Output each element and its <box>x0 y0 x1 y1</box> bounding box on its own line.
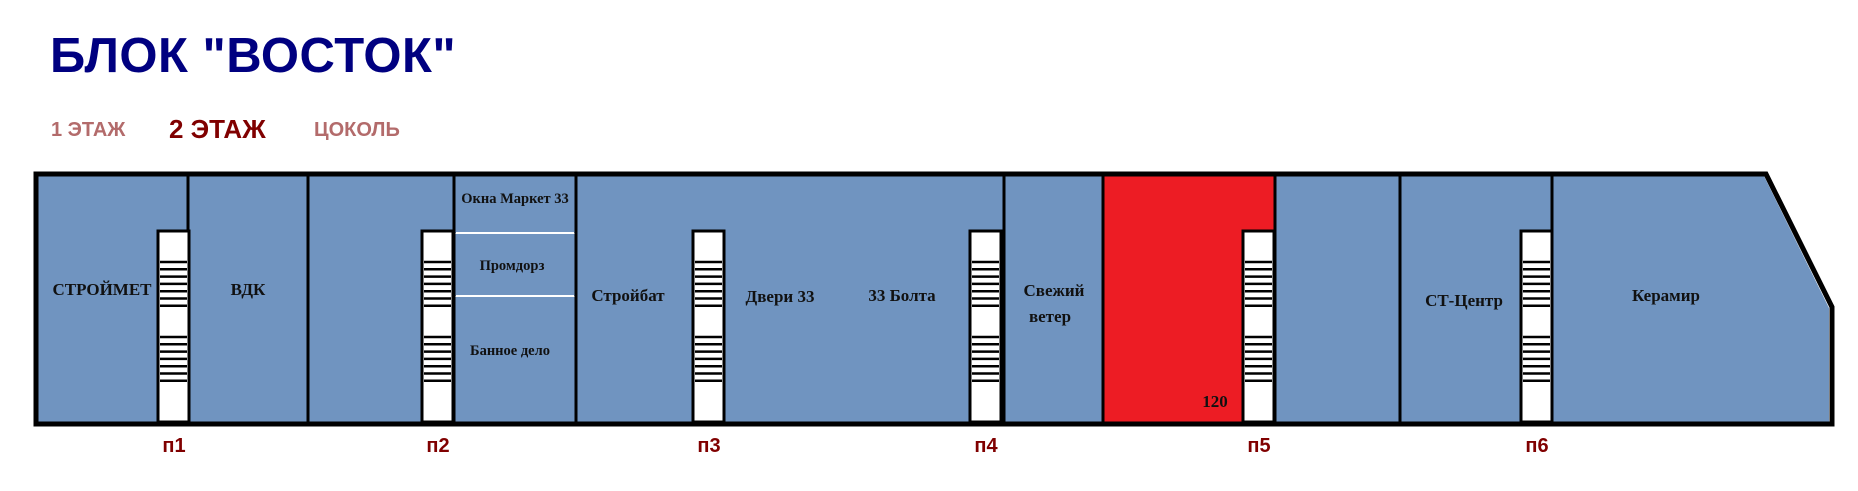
page-title: БЛОК "ВОСТОК" <box>50 29 457 83</box>
staircase-5 <box>1241 229 1276 424</box>
room-vdk[interactable] <box>188 176 308 422</box>
room-label: ВДК <box>231 280 266 299</box>
room-label: Банное дело <box>470 343 550 359</box>
room-label: СТ-Центр <box>1425 291 1503 310</box>
staircase-3 <box>691 229 726 424</box>
tab-floor-2[interactable]: 2 ЭТАЖ <box>169 114 266 144</box>
room-label: Промдорз <box>480 258 545 274</box>
room-label: СТРОЙМЕТ <box>52 280 152 299</box>
room-bannoe[interactable] <box>454 297 576 422</box>
stair-label: п4 <box>974 435 998 457</box>
stair-label: п5 <box>1247 435 1270 457</box>
room-dveri[interactable] <box>727 172 833 422</box>
room-svezhiy-veter[interactable] <box>1004 176 1103 422</box>
room-label: Окна Маркет 33 <box>461 191 569 207</box>
room-label: 33 Болта <box>868 286 936 305</box>
staircase-1 <box>156 229 191 424</box>
room-promdorz[interactable] <box>454 234 576 296</box>
staircase-6 <box>1519 229 1554 424</box>
room-unnamed-5[interactable] <box>1275 176 1400 422</box>
room-label: Свежий <box>1024 281 1085 300</box>
stair-label: п3 <box>697 435 720 457</box>
room-label: Двери 33 <box>746 287 815 306</box>
room-keramir[interactable] <box>1552 176 1829 422</box>
room-label: Стройбат <box>591 286 665 305</box>
room-okna[interactable] <box>454 176 576 233</box>
tab-floor-1[interactable]: 1 ЭТАЖ <box>51 119 126 141</box>
stair-label: п1 <box>162 435 185 457</box>
tab-basement[interactable]: ЦОКОЛЬ <box>314 119 400 141</box>
room-number: 120 <box>1202 392 1228 411</box>
stair-label: п6 <box>1525 435 1548 457</box>
staircase-2 <box>420 229 455 424</box>
building-outline <box>33 171 1835 427</box>
stair-label: п2 <box>426 435 449 457</box>
room-label: ветер <box>1029 307 1071 326</box>
room-label: Керамир <box>1632 286 1700 305</box>
staircase-4 <box>968 229 1003 424</box>
